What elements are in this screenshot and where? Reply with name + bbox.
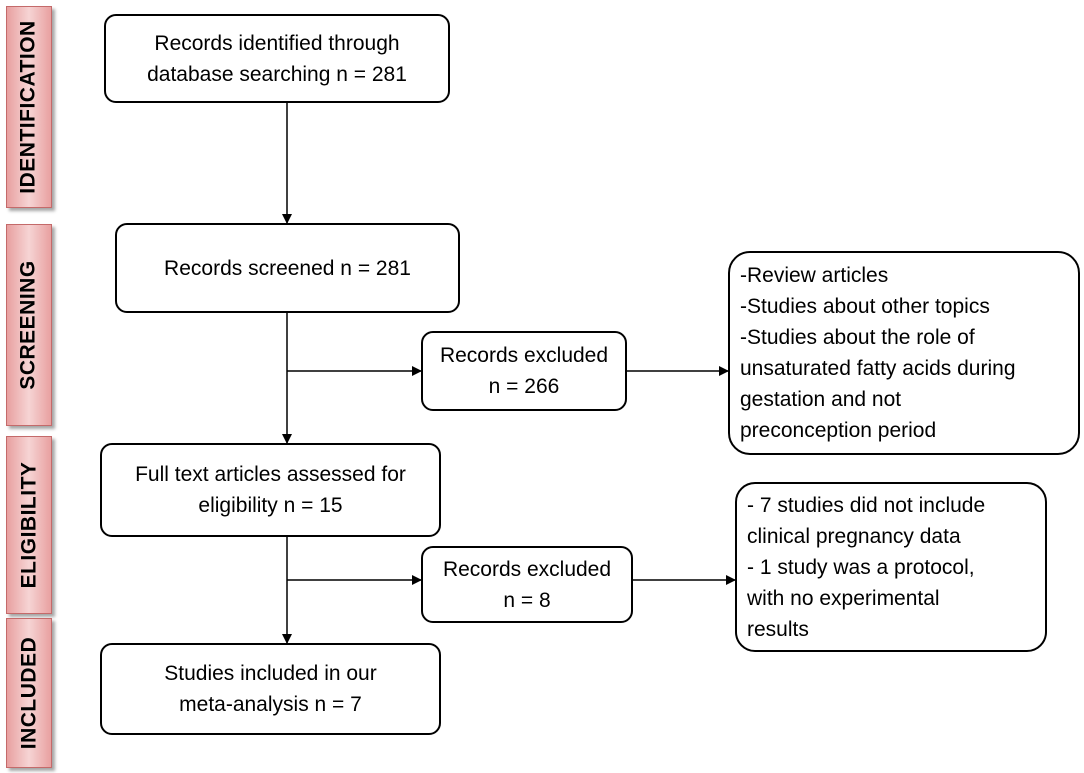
box-text: Records identified through (154, 31, 400, 55)
box-text: - 1 study was a protocol, (747, 555, 975, 579)
box-records-screened: Records screened n = 281 (115, 223, 460, 313)
box-text: meta-analysis n = 7 (179, 693, 362, 716)
box-text: -Review articles (740, 264, 889, 287)
box-records-excluded-eligibility: Records excluded n = 8 (421, 546, 633, 623)
box-text: unsaturated fatty acids during (740, 357, 1016, 380)
box-text: -Studies about the role of (740, 326, 975, 349)
box-text: n = 8 (503, 588, 551, 612)
box-text: n = 266 (488, 375, 560, 398)
stage-label: SCREENING (17, 260, 41, 390)
box-text: Records excluded (439, 344, 609, 367)
box-text: Full text articles assessed for (135, 463, 406, 486)
box-text: eligibility n = 15 (198, 494, 343, 517)
box-text: with no experimental (747, 586, 940, 610)
box-text: gestation and not (740, 388, 902, 411)
box-text: Records screened n = 281 (164, 256, 411, 280)
box-exclusion-reasons-screening: -Review articles -Studies about other to… (728, 251, 1080, 455)
box-records-identified: Records identified through database sear… (104, 14, 450, 103)
stage-identification: IDENTIFICATION (6, 6, 52, 208)
box-text: Records excluded (442, 557, 612, 581)
stage-label: ELIGIBILITY (17, 461, 40, 589)
box-text: -Studies about other topics (740, 295, 990, 318)
box-text: preconception period (740, 419, 937, 442)
stage-label: INCLUDED (17, 636, 40, 750)
box-text: Studies included in our (164, 662, 377, 685)
stage-screening: SCREENING (6, 224, 52, 426)
stage-eligibility: ELIGIBILITY (6, 436, 52, 614)
box-text: results (747, 617, 809, 641)
box-studies-included: Studies included in our meta-analysis n … (100, 643, 441, 735)
stage-included: INCLUDED (6, 618, 52, 768)
stage-label: IDENTIFICATION (17, 20, 40, 194)
box-full-text-eligibility: Full text articles assessed for eligibil… (100, 443, 441, 537)
box-records-excluded-screening: Records excluded n = 266 (421, 331, 627, 411)
box-text: - 7 studies did not include (747, 493, 986, 517)
box-exclusion-reasons-eligibility: - 7 studies did not include clinical pre… (735, 482, 1047, 652)
box-text: database searching n = 281 (147, 62, 407, 86)
box-text: clinical pregnancy data (747, 524, 961, 548)
